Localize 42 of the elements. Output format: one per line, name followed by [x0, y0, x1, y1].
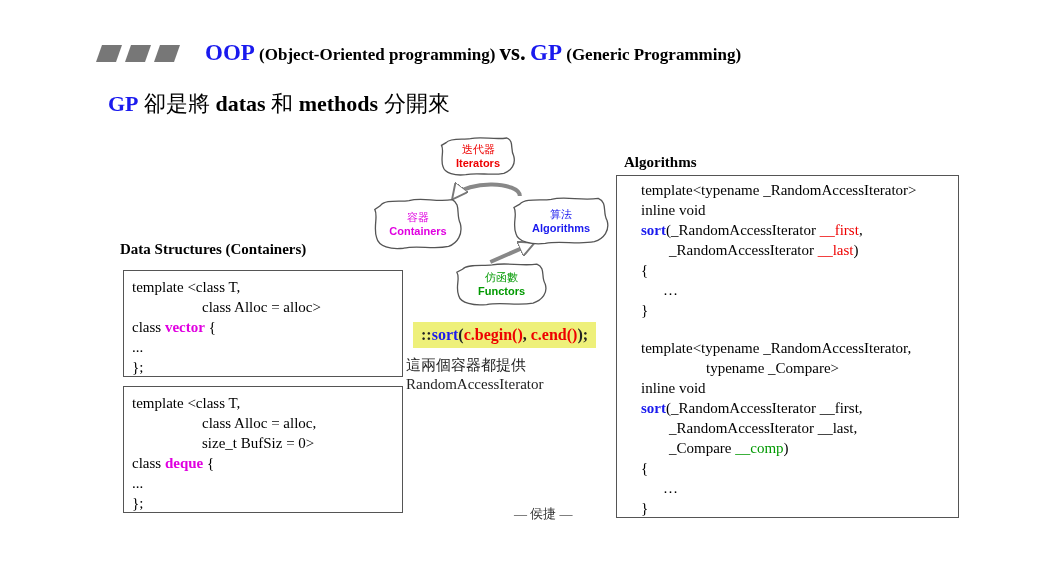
block-arrow [450, 181, 522, 201]
code-line: typename _Compare> [705, 359, 840, 378]
code-line: } [641, 301, 650, 320]
cloud-bubble: 算法 Algorithms [512, 196, 610, 245]
slide-title: OOP (Object-Oriented programming) vs. GP (Generic Programming) [205, 40, 742, 66]
code-line: ... [132, 474, 145, 493]
code-line: class Alloc = alloc, [201, 414, 318, 433]
code-line: class Alloc = alloc> [201, 298, 322, 317]
code-line: template<typename _RandomAccessIterator> [641, 181, 918, 200]
code-line: _RandomAccessIterator __last, [668, 419, 859, 438]
code-line: }; [132, 358, 145, 377]
block-arrow [489, 240, 536, 264]
author-name: — 侯捷 — [514, 505, 573, 523]
code-line: ... [132, 338, 145, 357]
code-line: _Compare __comp) [668, 439, 790, 458]
code-line: inline void [641, 379, 707, 398]
cloud-bubble: 仿函數 Functors [455, 262, 548, 306]
slide-subtitle: GP 卻是將 datas 和 methods 分開來 [108, 90, 450, 118]
section-heading: Data Structures (Containers) [120, 241, 307, 258]
code-box [123, 270, 403, 377]
code-line: class vector { [132, 318, 217, 337]
code-snippet: ::sort(c.begin(), c.end()); [413, 322, 597, 348]
code-line: sort(_RandomAccessIterator __first, [641, 399, 864, 418]
code-line: class deque { [132, 454, 216, 473]
code-line: size_t BufSiz = 0> [201, 434, 316, 453]
code-line: } [641, 499, 650, 518]
cloud-bubble: 容器 Containers [373, 197, 463, 250]
code-line: sort(_RandomAccessIterator __first, [641, 221, 864, 240]
cloud-bubble: 迭代器 Iterators [440, 136, 516, 176]
box-heading: Algorithms [624, 154, 698, 171]
code-line: template <class T, [132, 278, 242, 297]
note-text: 這兩個容器都提供RandomAccessIterator [406, 356, 545, 394]
code-line: … [662, 281, 679, 300]
code-line: template<typename _RandomAccessIterator, [641, 339, 913, 358]
code-line: inline void [641, 201, 707, 220]
code-box [123, 386, 403, 513]
code-line: { [641, 459, 650, 478]
code-line: _RandomAccessIterator __last) [668, 241, 860, 260]
code-line: template <class T, [132, 394, 242, 413]
code-line: … [662, 479, 679, 498]
code-line: }; [132, 494, 145, 513]
code-line: { [641, 261, 650, 280]
